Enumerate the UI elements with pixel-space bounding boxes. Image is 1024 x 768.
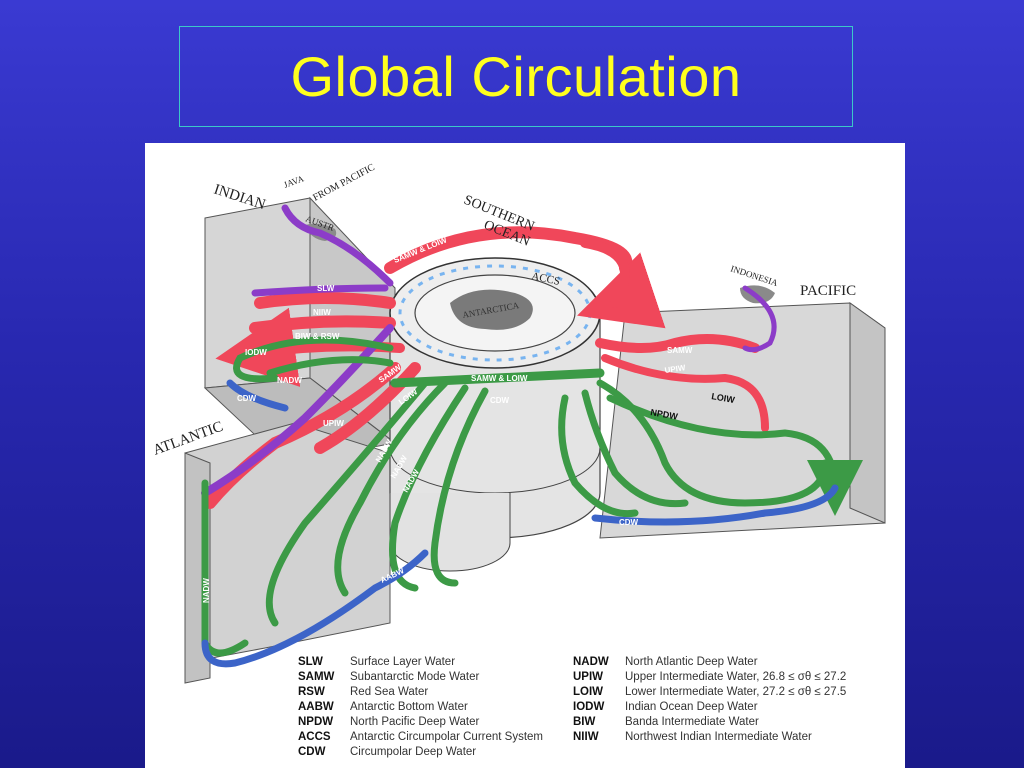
accs-label: ACCS <box>530 270 561 288</box>
flow-label-cdw-pac: CDW <box>619 518 639 527</box>
flow-label-nadw-vertical: NADW <box>202 578 211 603</box>
flow-label-slw: SLW <box>317 284 335 293</box>
flow-label-iodw: IODW <box>245 348 267 357</box>
flow-label-niiw: NIIW <box>313 308 331 317</box>
flow-label-cdw-indian: CDW <box>237 394 257 403</box>
antarctic-cylinder <box>389 257 601 539</box>
flow-label-biw-rsw: BIW & RSW <box>295 332 340 341</box>
indian-label: INDIAN <box>212 182 268 214</box>
flow-label-nadw-indian: NADW <box>277 376 302 385</box>
flow-label-cdw-ring: CDW <box>490 396 510 405</box>
flow-label-upiw-left: UPIW <box>323 419 344 428</box>
flow-label-loiw-pac: LOIW <box>711 391 736 405</box>
flow-label-upiw-pac: UPIW <box>664 363 686 375</box>
flow-label-samw-pac: SAMW <box>667 346 693 355</box>
pacific-label: PACIFIC <box>800 283 856 299</box>
indonesia-label: INDONESIA <box>729 263 779 288</box>
title-box: Global Circulation <box>179 26 853 127</box>
circulation-diagram: INDIAN JAVA FROM PACIFIC AUSTR SOUTHERN … <box>145 143 905 768</box>
blue-flows <box>201 379 839 668</box>
flow-label-npdw: NPDW <box>650 407 679 422</box>
from-pacific-label: FROM PACIFIC <box>311 162 377 204</box>
flow-label-samw-loiw-ring: SAMW & LOIW <box>471 374 528 383</box>
slide-title: Global Circulation <box>290 45 742 108</box>
lower-cylinder <box>389 493 511 572</box>
diagram-svg: INDIAN JAVA FROM PACIFIC AUSTR SOUTHERN … <box>151 162 886 684</box>
java-label: JAVA <box>282 173 305 190</box>
